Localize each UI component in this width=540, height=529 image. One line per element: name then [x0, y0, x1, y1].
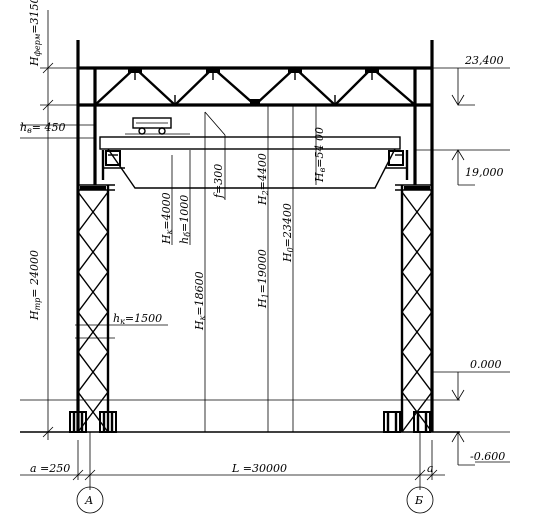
label-h-k-18600: Hк=18600: [193, 271, 207, 331]
label-a-left: a =250: [30, 462, 70, 475]
overhead-crane: [99, 117, 409, 189]
label-axis-a: А: [84, 494, 93, 507]
label-a-right: a: [427, 462, 434, 475]
elevation-19000: 19,000: [465, 166, 504, 179]
label-h-k-1500: hк=1500: [113, 312, 162, 326]
label-span: L =30000: [231, 462, 287, 475]
label-f-300: f=300: [212, 164, 225, 199]
elevation-minus-0600: -0.600: [470, 450, 505, 463]
left-dimension-chain: [20, 10, 168, 440]
axis-a-bubble: [76, 486, 104, 514]
roof-truss: [78, 66, 432, 107]
label-h0-23400: H0=23400: [281, 203, 295, 263]
bottom-dimension: [20, 432, 445, 514]
label-h-b-1000: hб=1000: [178, 195, 192, 244]
label-h2-4400: H2=4400: [256, 153, 270, 206]
label-h-tr: Hтр= 24000: [28, 250, 42, 321]
label-h1-19000: H1=19000: [256, 249, 270, 309]
elevation-0000: 0.000: [470, 358, 502, 371]
crane-trolley: [132, 117, 172, 129]
right-column: [383, 40, 434, 433]
label-h-b-5400: Hв=54 00: [313, 127, 327, 183]
label-h-ferm: Hферм=3150: [28, 0, 42, 67]
elevation-labels: 23,400 19,000 0.000 -0.600: [464, 54, 505, 463]
elevation-23400: 23,400: [464, 54, 504, 67]
elevation-markers: [415, 67, 510, 466]
axis-b-bubble: [406, 486, 434, 514]
crane-bridge: [99, 136, 401, 150]
label-h-k-4000: Hк=4000: [160, 192, 174, 245]
label-axis-b: Б: [414, 494, 423, 507]
left-column: [69, 40, 117, 433]
dimension-labels: Hферм=3150 hв= 450 Hтр= 24000 hк=1500 a …: [20, 0, 434, 507]
label-h-v: hв= 450: [20, 121, 65, 135]
internal-dimension-lines: [171, 105, 317, 432]
